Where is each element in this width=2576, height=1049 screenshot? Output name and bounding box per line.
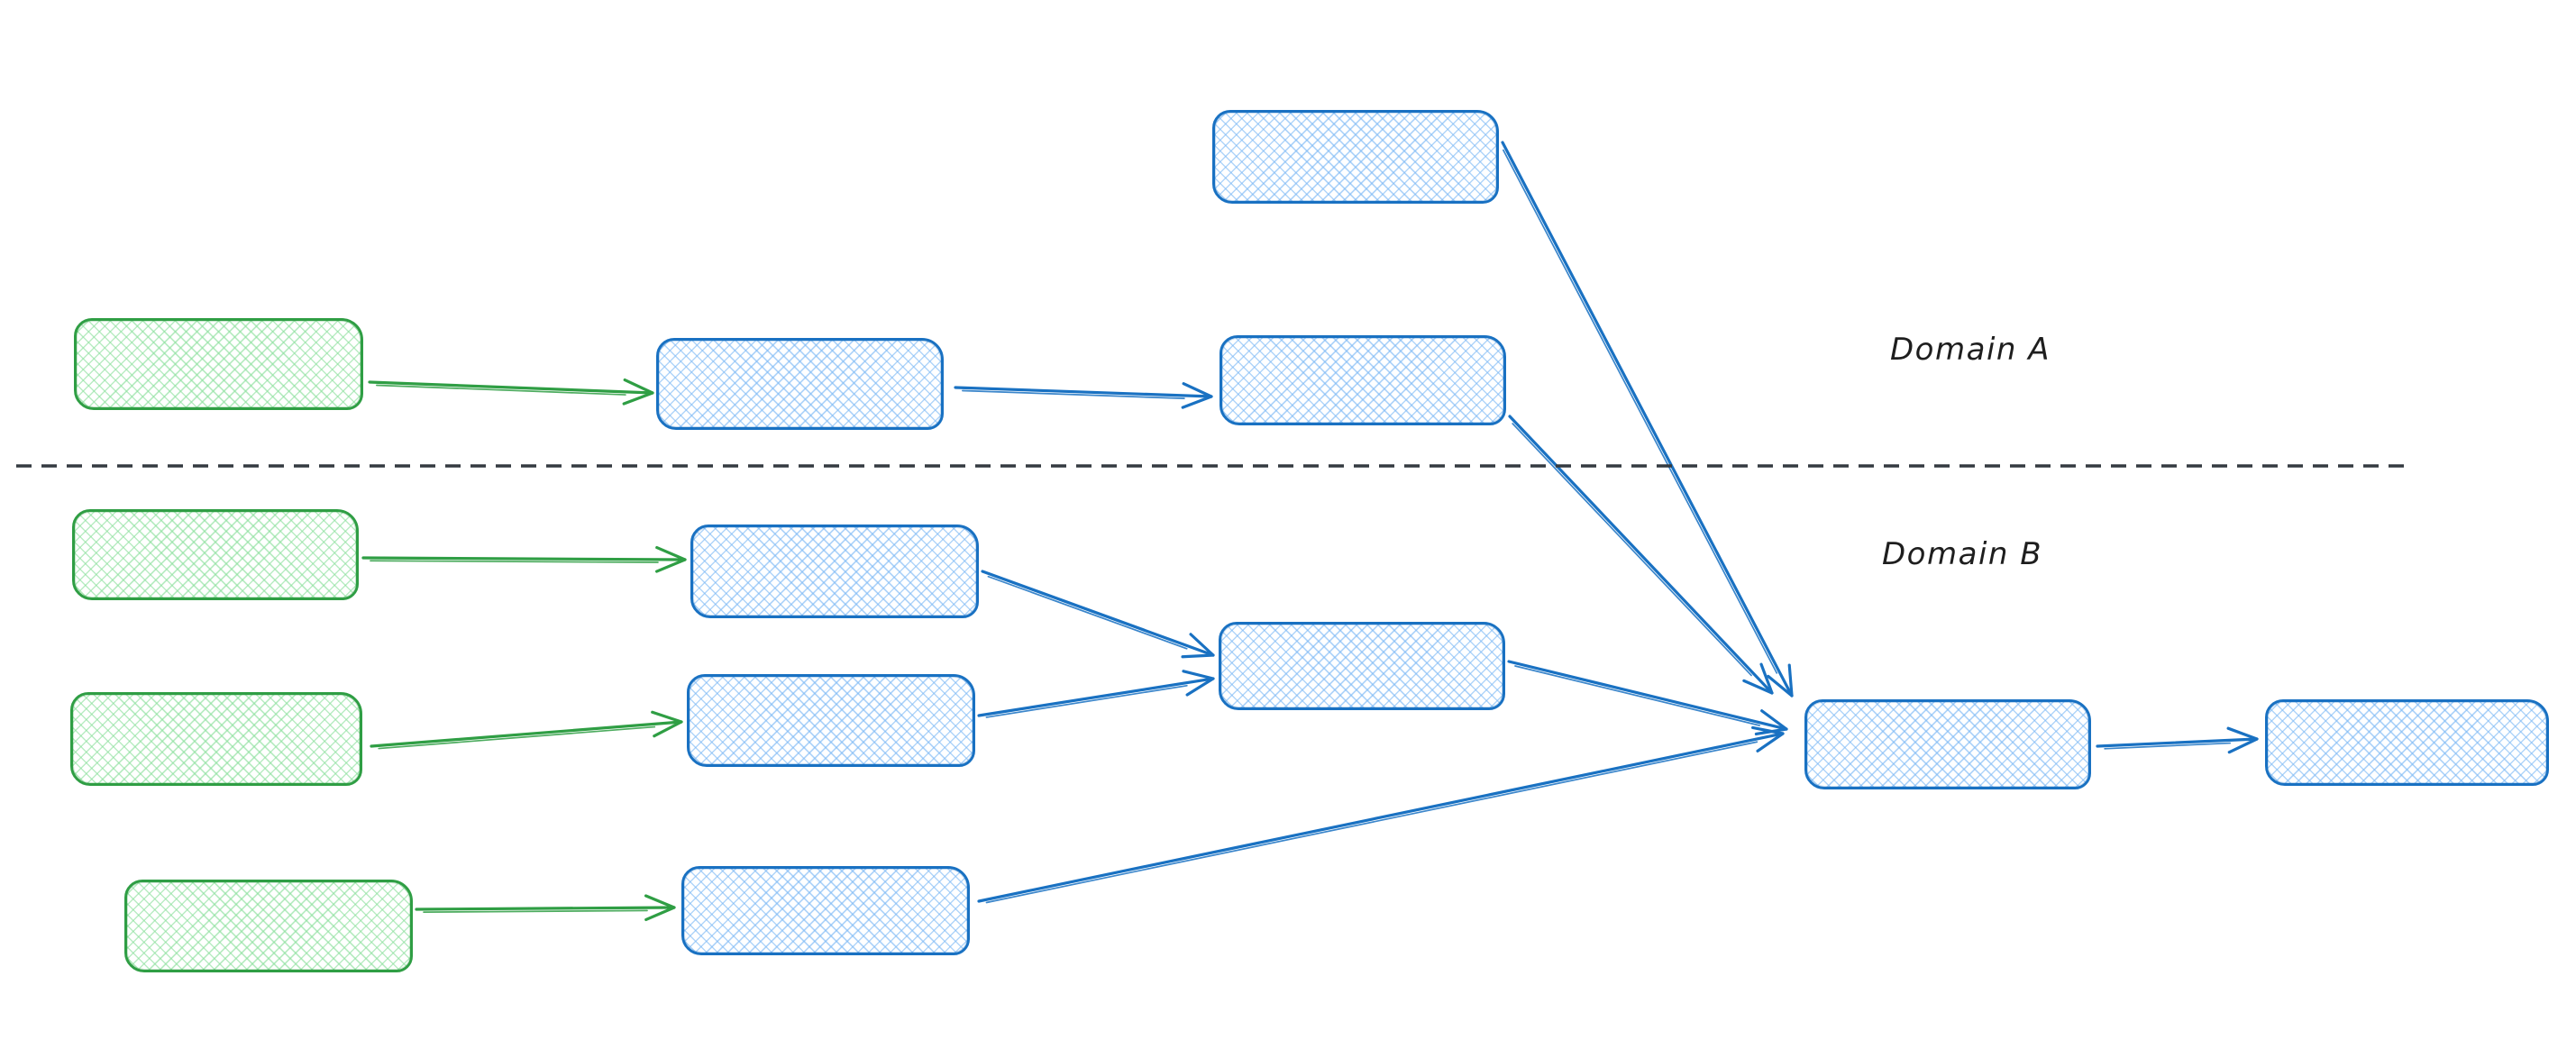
node-a-step-2 [1219,335,1506,425]
node-b-step-1 [690,524,979,618]
node-b-source-3 [124,880,413,972]
edge-a-step-2-to-main-merge [1508,415,1774,695]
edge-a-step-1-to-a-step-2 [954,382,1213,409]
edge-b-step-1-to-b-merge [981,570,1215,659]
node-b-source-1 [72,509,359,600]
domain-a-label: Domain A [1890,332,2051,368]
node-b-source-2 [70,692,362,786]
domain-b-label: Domain B [1882,536,2043,572]
node-a-top [1212,110,1499,204]
node-output [2265,699,2549,786]
edge-b-source-3-to-b-step-3 [415,894,676,922]
edge-b-source-1-to-b-step-1 [361,545,687,573]
node-b-step-2 [687,674,975,767]
node-b-merge [1219,622,1505,710]
node-main-merge [1804,699,2091,789]
edge-a-source-to-a-step-1 [368,378,654,406]
edge-b-source-2-to-b-step-2 [370,710,683,750]
edge-b-merge-to-main-merge [1507,660,1788,736]
edge-main-merge-to-output [2096,726,2259,754]
node-b-step-3 [681,866,970,955]
edge-b-step-2-to-b-merge [977,670,1215,718]
node-a-source [74,318,363,410]
edge-b-step-3-to-main-merge [977,725,1785,904]
edge-a-top-to-main-merge [1501,141,1794,698]
node-a-step-1 [656,338,944,430]
